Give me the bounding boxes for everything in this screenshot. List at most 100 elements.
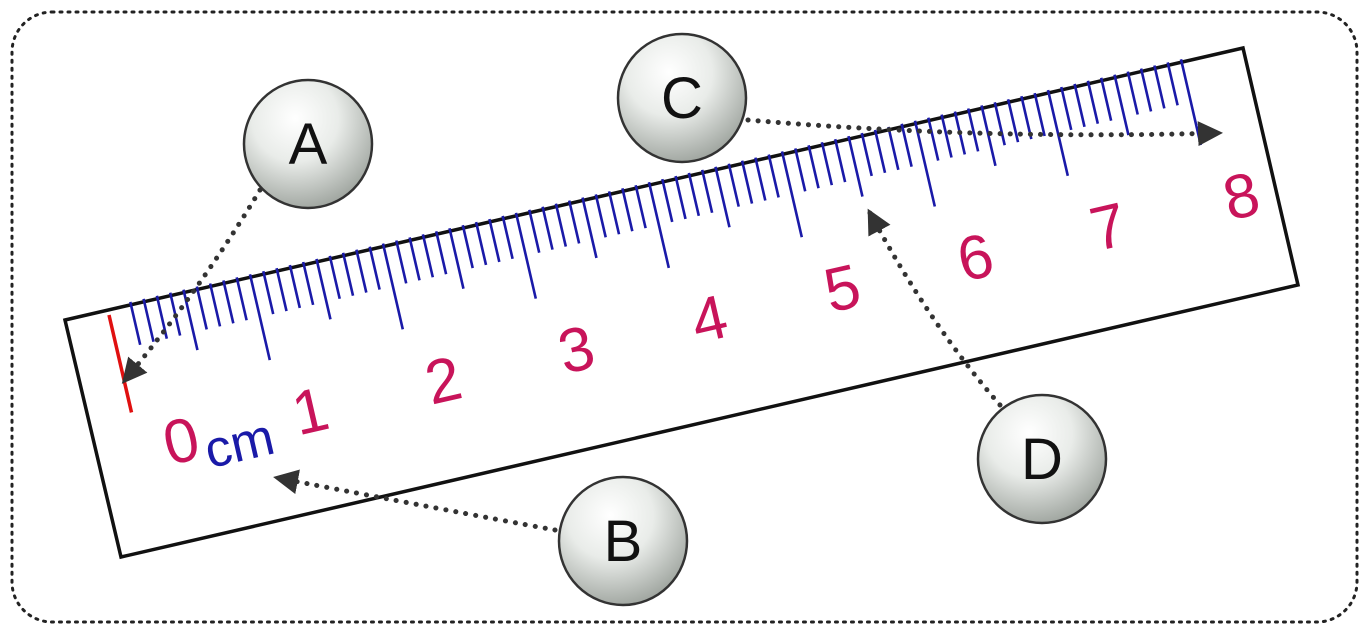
bubble-circle [557, 475, 689, 607]
ruler-tick [913, 120, 937, 207]
ruler-tick [1166, 62, 1179, 106]
ruler-tick [674, 175, 687, 220]
ruler-tick [1033, 92, 1046, 137]
ruler-tick [794, 148, 807, 192]
ruler-tick [461, 224, 474, 269]
ruler-tick [554, 203, 568, 247]
ruler-tick [1179, 59, 1203, 146]
ruler-tick [940, 114, 953, 158]
callout-arrow-c [745, 117, 1223, 147]
callout-label: D [1021, 427, 1063, 492]
ruler-tick [833, 138, 847, 183]
callout-arrow-b [273, 469, 558, 533]
ruler-tick [434, 231, 448, 275]
ruler-tick [235, 277, 248, 321]
ruler-ticks [129, 59, 1203, 361]
ruler-tick [1126, 71, 1139, 115]
ruler-tick [488, 218, 501, 263]
callout-arrow-a [121, 187, 263, 384]
ruler-tick [767, 154, 780, 198]
ruler-tick [700, 169, 714, 214]
ruler-tick [262, 270, 275, 315]
ruler-tick [208, 283, 222, 327]
callout-arrow-d [867, 208, 1003, 408]
ruler-tick [754, 157, 767, 201]
ruler-tick [275, 267, 288, 312]
ruler-tick [222, 280, 235, 324]
ruler-tick [1086, 80, 1100, 125]
ruler-tick [714, 166, 731, 228]
ruler-tick [607, 191, 621, 235]
ruler-tick [740, 160, 754, 204]
ruler-tick [1006, 98, 1020, 143]
ruler-tick [142, 298, 155, 343]
ruler-tick [594, 194, 607, 238]
callout-bubble-a: A [242, 78, 374, 210]
callout-bubble-b: B [557, 475, 689, 607]
ruler-tick [328, 255, 341, 300]
ruler-tick [900, 123, 913, 168]
ruler-tick [581, 197, 598, 259]
ruler-tick [860, 132, 873, 177]
ruler-tick [567, 200, 581, 244]
callout-arrows [121, 117, 1223, 533]
bubble-circle [616, 32, 748, 164]
ruler-tick [873, 129, 887, 174]
ruler-tick [368, 246, 381, 290]
ruler-tick [887, 126, 900, 171]
ruler-tick [993, 102, 1006, 146]
ruler-tick [341, 252, 355, 296]
ruler-tick [966, 108, 980, 152]
ruler-tick [927, 117, 940, 161]
bubble-circle [242, 78, 374, 210]
ruler-tick [1113, 74, 1130, 136]
ruler-tick [421, 234, 435, 278]
ruler-tick [1153, 65, 1166, 109]
ruler-tick [634, 184, 647, 229]
ruler-tick [195, 286, 208, 330]
ruler-tick [528, 209, 541, 253]
ruler-tick [1060, 86, 1073, 131]
ruler-tick [820, 141, 834, 186]
callout-label: B [604, 509, 643, 574]
callout-bubble-c: C [616, 32, 748, 164]
ruler-tick [621, 188, 634, 232]
ruler-tick [1099, 77, 1113, 121]
ruler-tick [514, 212, 538, 299]
callout-bubbles: A B C D [242, 32, 1108, 607]
ruler-tick [129, 301, 142, 346]
ruler-tick [474, 221, 488, 266]
ruler-tick [501, 215, 514, 260]
bubble-circle [976, 393, 1108, 525]
ruler-tick [381, 243, 405, 330]
ruler-tick [1046, 89, 1070, 177]
zero-tick [107, 314, 134, 413]
ruler-tick [541, 206, 554, 250]
ruler-tick [408, 237, 421, 281]
ruler-tick [687, 172, 701, 217]
ruler-tick [847, 135, 864, 197]
zero-mark [107, 314, 134, 413]
dotted-frame [10, 10, 1359, 624]
callout-bubble-d: D [976, 393, 1108, 525]
ruler-tick [395, 240, 408, 284]
ruler-tick [727, 163, 740, 207]
ruler-tick [807, 145, 820, 189]
ruler-tick [1073, 83, 1086, 128]
ruler-tick [355, 249, 368, 293]
ruler-tick [661, 178, 674, 223]
ruler-tick [301, 261, 315, 306]
callout-label: A [289, 112, 328, 177]
ruler-tick [248, 274, 272, 361]
ruler-tick [780, 151, 804, 238]
ruler-tick [315, 258, 332, 320]
ruler-tick [288, 264, 302, 309]
ruler-tick [980, 105, 997, 167]
callout-label: C [661, 66, 703, 131]
ruler-tick [647, 181, 671, 269]
ruler-tick [448, 227, 465, 289]
ruler-tick [1139, 68, 1153, 112]
